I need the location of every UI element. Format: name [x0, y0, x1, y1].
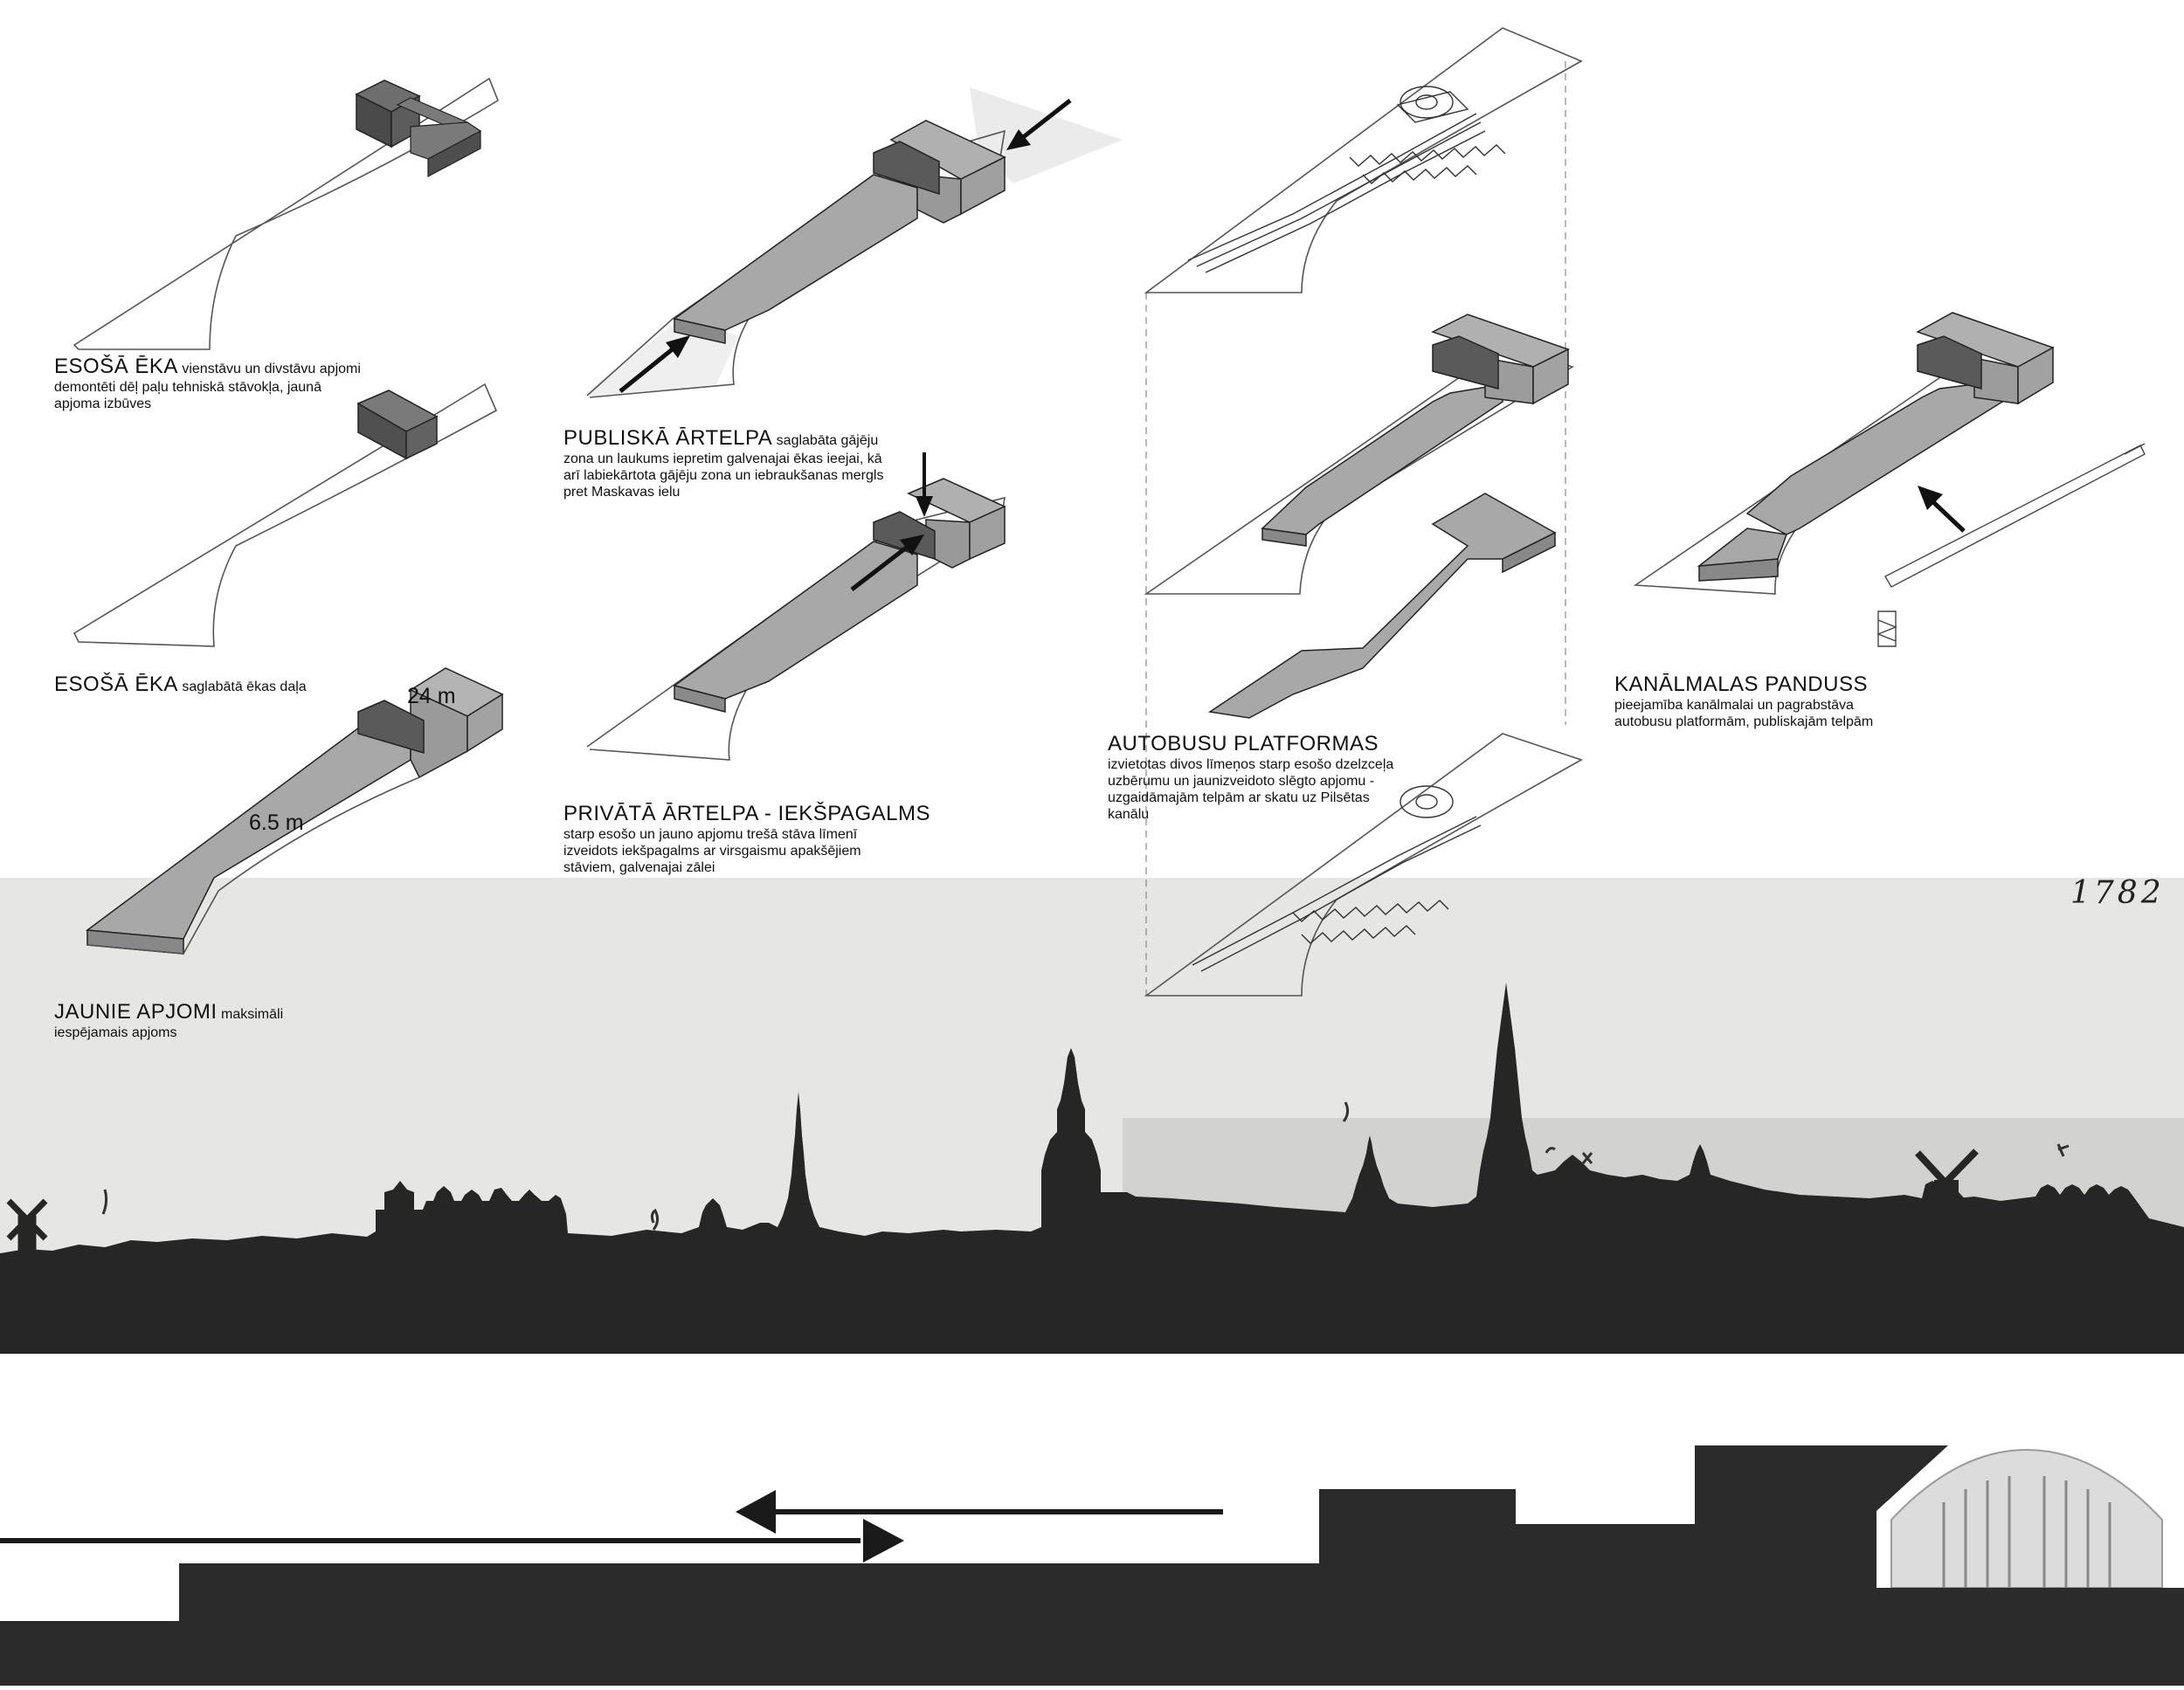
platform-lower-top [1210, 493, 1555, 718]
panorama-year: 1782 [2070, 875, 2165, 911]
historic-panorama [0, 878, 2184, 1354]
axon-bus-platforms [1146, 28, 1581, 996]
building-stepped-roofs [397, 98, 480, 176]
arrow-left-icon [736, 1490, 776, 1534]
caption-title: PUBLISKĀ ĀRTELPA [563, 426, 772, 450]
caption-existing-demolish: ESOŠĀ ĒKA vienstāvu un divstāvu apjomi d… [54, 355, 369, 412]
caption-title: KANĀLMALAS PANDUSS [1614, 673, 1868, 696]
caption-title: ESOŠĀ ĒKA [54, 673, 178, 696]
caption-text: izvietotas divos līmeņos starp esošo dze… [1108, 756, 1409, 823]
axon-existing-demolish [74, 79, 498, 349]
axon-public-space [585, 87, 1123, 397]
axon-existing-keep [74, 384, 496, 646]
caption-existing-keep: ESOŠĀ ĒKA saglabātā ēkas daļa [54, 673, 421, 697]
caption-text: saglabātā ēkas daļa [182, 679, 306, 694]
upper-plan-ramp-lines [1188, 86, 1505, 272]
market-pavilion [1891, 1450, 2162, 1588]
section-ground [1876, 1588, 2184, 1686]
caption-new-volumes: JAUNIE APJOMI maksimāli iespējamais apjo… [54, 1000, 316, 1041]
caption-title: JAUNIE APJOMI [54, 1000, 218, 1024]
caption-bus-platforms: AUTOBUSU PLATFORMAS izvietotas divos līm… [1108, 732, 1422, 823]
dimension-height-label: 6.5 m [249, 811, 304, 836]
caption-public-space: PUBLISKĀ ĀRTELPA saglabāta gājēju zona u… [563, 426, 891, 500]
axon-canal-ramp [1635, 313, 2145, 646]
arrow-right-icon [863, 1519, 904, 1562]
section-mass [0, 1445, 1948, 1686]
public-slab-top [674, 175, 917, 330]
ramp-section-sketch [1878, 444, 2145, 646]
caption-text: starp esošo un jauno apjomu trešā stāva … [563, 826, 913, 876]
caption-title: ESOŠĀ ĒKA [54, 355, 178, 378]
upper-plan-outline [1146, 28, 1581, 293]
caption-title: PRIVĀTĀ ĀRTELPA - IEKŠPAGALMS [563, 802, 930, 825]
arrow-line [1931, 500, 1964, 531]
site-section [0, 1445, 2184, 1686]
caption-title: AUTOBUSU PLATFORMAS [1108, 732, 1379, 755]
dimension-width-label: 24 m [407, 684, 456, 709]
ramp-slab-top [1747, 380, 2009, 535]
caption-canal-ramp: KANĀLMALAS PANDUSS pieejamība kanālmalai… [1614, 673, 1903, 730]
caption-text: pieejamība kanālmalai un pagrabstāva aut… [1614, 697, 1894, 730]
caption-private-courtyard: PRIVĀTĀ ĀRTELPA - IEKŠPAGALMS starp esoš… [563, 802, 948, 876]
arrow-down-icon [916, 496, 933, 517]
